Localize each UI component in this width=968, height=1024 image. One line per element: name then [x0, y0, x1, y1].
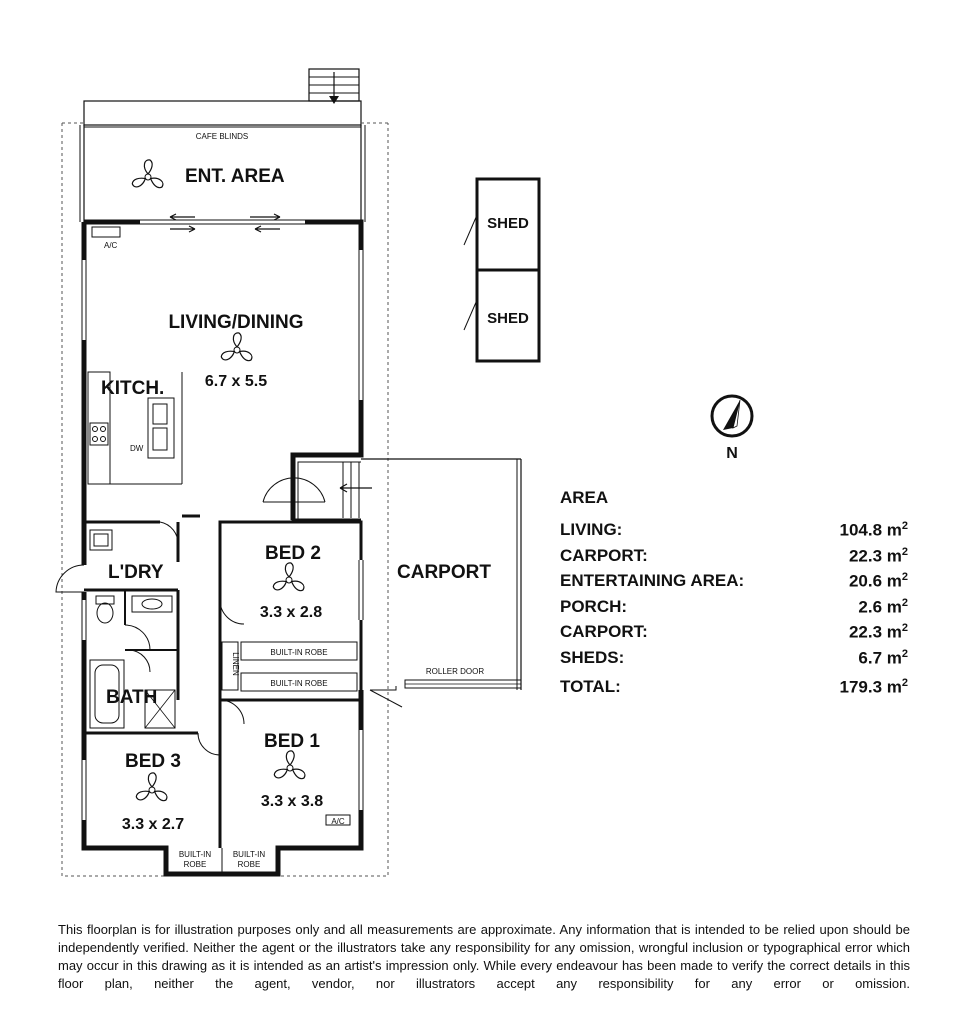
interior-walls — [55, 514, 364, 874]
area-row: ENTERTAINING AREA: 20.6 m2 — [560, 571, 908, 597]
area-row-label: LIVING: — [560, 520, 623, 539]
area-row-label: SHEDS: — [560, 647, 625, 667]
bed3-dim: 3.3 x 2.7 — [122, 816, 184, 833]
area-total-value: 179.3 m2 — [839, 677, 908, 697]
ent-area-label: ENT. AREA — [185, 166, 285, 187]
ac-bed1-label: A/C — [331, 817, 345, 826]
dw-label: DW — [130, 444, 144, 453]
robe2-label: BUILT-IN ROBE — [270, 679, 327, 688]
living-dim: 6.7 x 5.5 — [205, 373, 267, 390]
area-table: AREA LIVING: 104.8 m2 CARPORT: 22.3 m2 ENTER… — [560, 488, 908, 703]
area-row-value: 20.6 m2 — [848, 571, 908, 591]
shed1-label: SHED — [487, 215, 529, 232]
area-row-value: 2.6 m2 — [858, 596, 908, 617]
disclaimer-text: This floorplan is for illustration purpo… — [58, 922, 910, 991]
area-row-value: 22.3 m2 — [848, 545, 908, 566]
ceiling-fan-icon — [219, 332, 255, 363]
kitchen-area — [87, 371, 183, 485]
area-row-value: 22.3 m2 — [848, 622, 908, 642]
robe4-label-line1: BUILT-IN — [233, 850, 266, 859]
bed3-label: BED 3 — [125, 751, 181, 772]
sheds — [463, 177, 541, 363]
living-label: LIVING/DINING — [168, 312, 303, 333]
robe4-label-line2: ROBE — [238, 860, 261, 869]
area-row-label: ENTERTAINING AREA: — [560, 571, 745, 590]
boundary-line — [61, 123, 389, 877]
area-row: LIVING: 104.8 m2 — [560, 520, 908, 546]
robe3-label-line2: ROBE — [184, 860, 207, 869]
floor-plan: CAFE BLINDS ENT. AREA A/C LIVING/DINING … — [55, 68, 754, 877]
area-row: SHEDS: 6.7 m2 — [560, 648, 908, 674]
area-row-label: CARPORT: — [560, 622, 648, 641]
carport-outline — [361, 458, 522, 708]
area-row: PORCH: 2.6 m2 — [560, 597, 908, 623]
ceiling-fan-icon — [130, 159, 166, 190]
area-row: CARPORT: 22.3 m2 — [560, 546, 908, 572]
area-total-row: TOTAL: 179.3 m2 — [560, 677, 908, 703]
cafe-blinds-label: CAFE BLINDS — [196, 132, 248, 141]
ceiling-fan-icon — [272, 750, 308, 781]
kitchen-label: KITCH. — [101, 378, 164, 399]
north-label: N — [726, 445, 738, 462]
ceiling-fan-icon — [134, 772, 170, 803]
bed1-label: BED 1 — [264, 731, 320, 752]
area-row-value: 6.7 m2 — [858, 647, 908, 668]
area-row-value: 104.8 m2 — [839, 520, 908, 540]
robe1-label: BUILT-IN ROBE — [270, 648, 327, 657]
roller-door-label: ROLLER DOOR — [426, 667, 484, 676]
area-total-label: TOTAL: — [560, 677, 621, 696]
ent-area-outline — [79, 100, 366, 222]
entry-porch — [262, 455, 372, 522]
bed1-dim: 3.3 x 3.8 — [261, 793, 323, 810]
shed2-label: SHED — [487, 310, 529, 327]
area-row-label: CARPORT: — [560, 545, 648, 565]
carport-label: CARPORT — [397, 562, 491, 583]
laundry-label: L'DRY — [108, 562, 164, 583]
ceiling-fan-icon — [271, 562, 307, 593]
area-row-label: PORCH: — [560, 596, 628, 616]
linen-label: LINEN — [231, 652, 240, 676]
bed2-dim: 3.3 x 2.8 — [260, 604, 322, 621]
ac-top-label: A/C — [104, 241, 118, 250]
bath-label: BATH — [106, 687, 157, 708]
area-title: AREA — [560, 488, 609, 507]
north-arrow-icon — [710, 394, 754, 438]
area-row: CARPORT: 22.3 m2 — [560, 622, 908, 648]
bed2-label: BED 2 — [265, 543, 321, 564]
robe3-label-line1: BUILT-IN — [179, 850, 212, 859]
stairs — [308, 68, 360, 104]
